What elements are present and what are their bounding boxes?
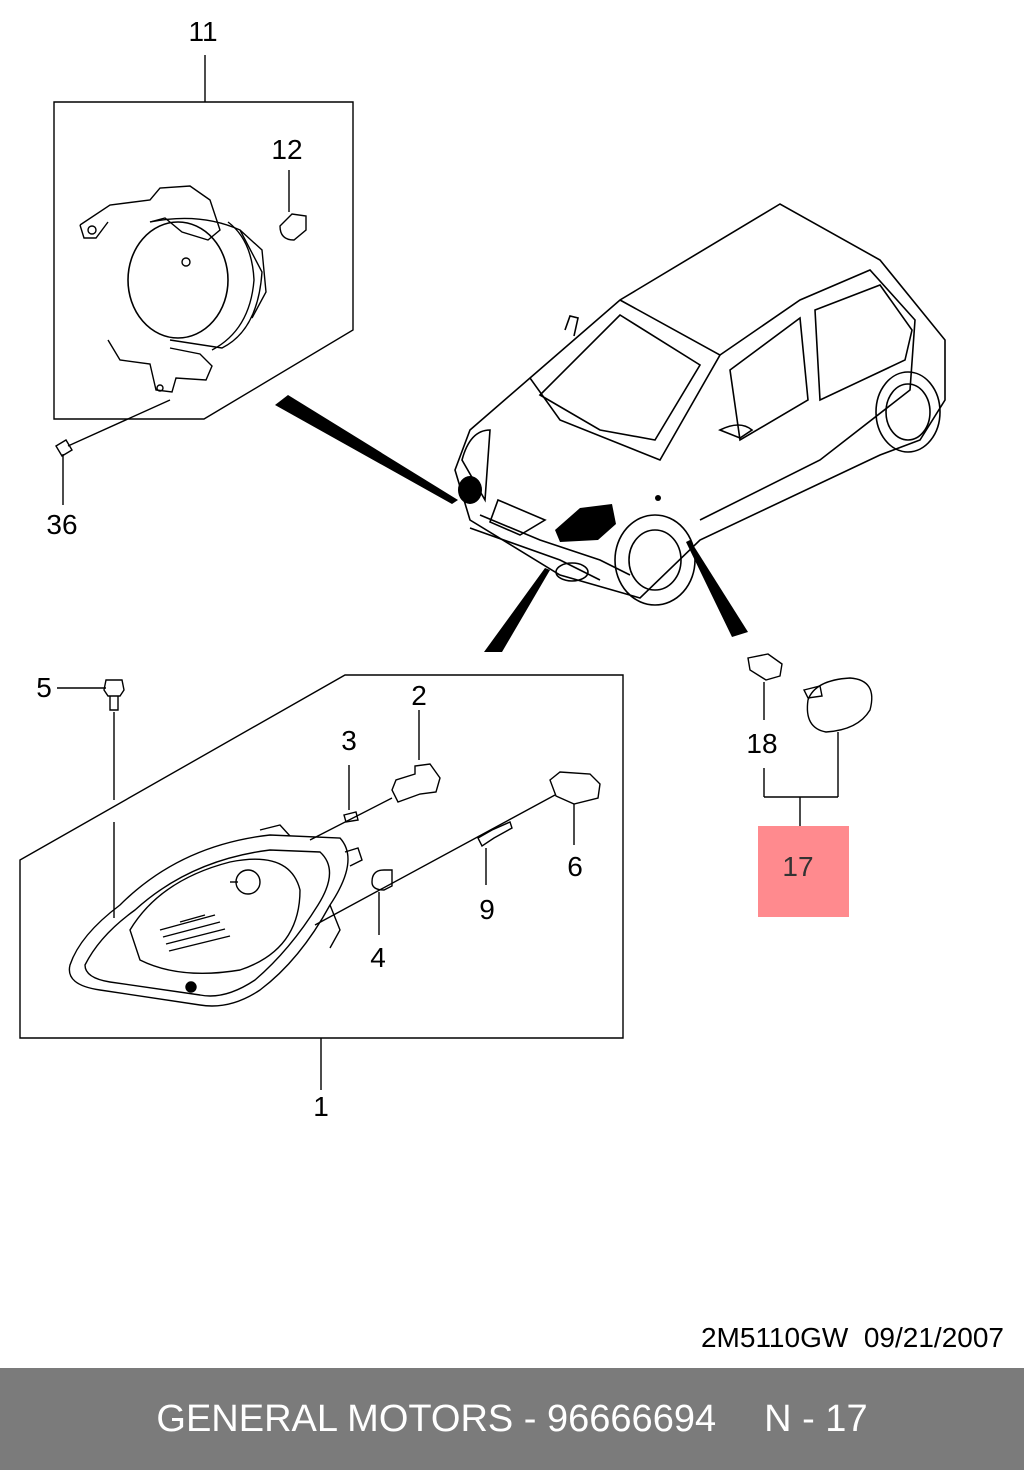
callout-11[interactable]: 11 <box>188 16 218 47</box>
position-bulb-icon <box>343 765 359 823</box>
fog-lamp-icon <box>79 185 267 393</box>
socket-icon <box>314 771 601 926</box>
callout-3[interactable]: 3 <box>341 725 357 756</box>
headlamp-bulb-icon <box>309 710 441 841</box>
fog-bulb-icon <box>279 170 307 241</box>
callout-36[interactable]: 36 <box>46 509 78 540</box>
adjusting-screw-icon <box>477 821 513 885</box>
exploded-parts-diagram <box>19 55 946 1090</box>
callout-17[interactable]: 17 <box>782 851 814 882</box>
highlighted-part-17[interactable]: 17 <box>758 826 849 917</box>
callout-9[interactable]: 9 <box>479 894 495 925</box>
callout-18[interactable]: 18 <box>746 728 778 759</box>
side-marker-bulb-icon <box>747 653 783 797</box>
small-bulb-icon <box>371 869 393 935</box>
car-icon <box>454 203 946 606</box>
footer-part-number: GENERAL MOTORS - 96666694 <box>156 1397 717 1440</box>
fog-lamp-group-frame <box>53 101 354 420</box>
side-marker-lamp-icon <box>764 677 873 842</box>
callout-6[interactable]: 6 <box>567 851 583 882</box>
callout-2[interactable]: 2 <box>411 680 427 711</box>
callout-4[interactable]: 4 <box>370 942 386 973</box>
drawing-date: 09/21/2007 <box>863 1322 1004 1353</box>
drawing-code-line: 2M5110GW 09/21/2007 <box>0 1322 1004 1354</box>
bolt-icon <box>57 679 125 918</box>
screw-icon <box>55 399 171 505</box>
left-headlamp-shade <box>458 476 482 504</box>
callout-5[interactable]: 5 <box>36 672 52 703</box>
headlamp-group-frame <box>19 674 624 1039</box>
right-headlamp-shade <box>555 504 616 542</box>
callout-12[interactable]: 12 <box>271 134 303 165</box>
headlamp-icon <box>68 824 363 1007</box>
drawing-code: 2M5110GW <box>700 1322 849 1353</box>
footer-page-ref: N - 17 <box>764 1397 868 1440</box>
callout-1[interactable]: 1 <box>313 1091 329 1122</box>
footer-bar: GENERAL MOTORS - 96666694 N - 17 <box>0 1368 1024 1470</box>
